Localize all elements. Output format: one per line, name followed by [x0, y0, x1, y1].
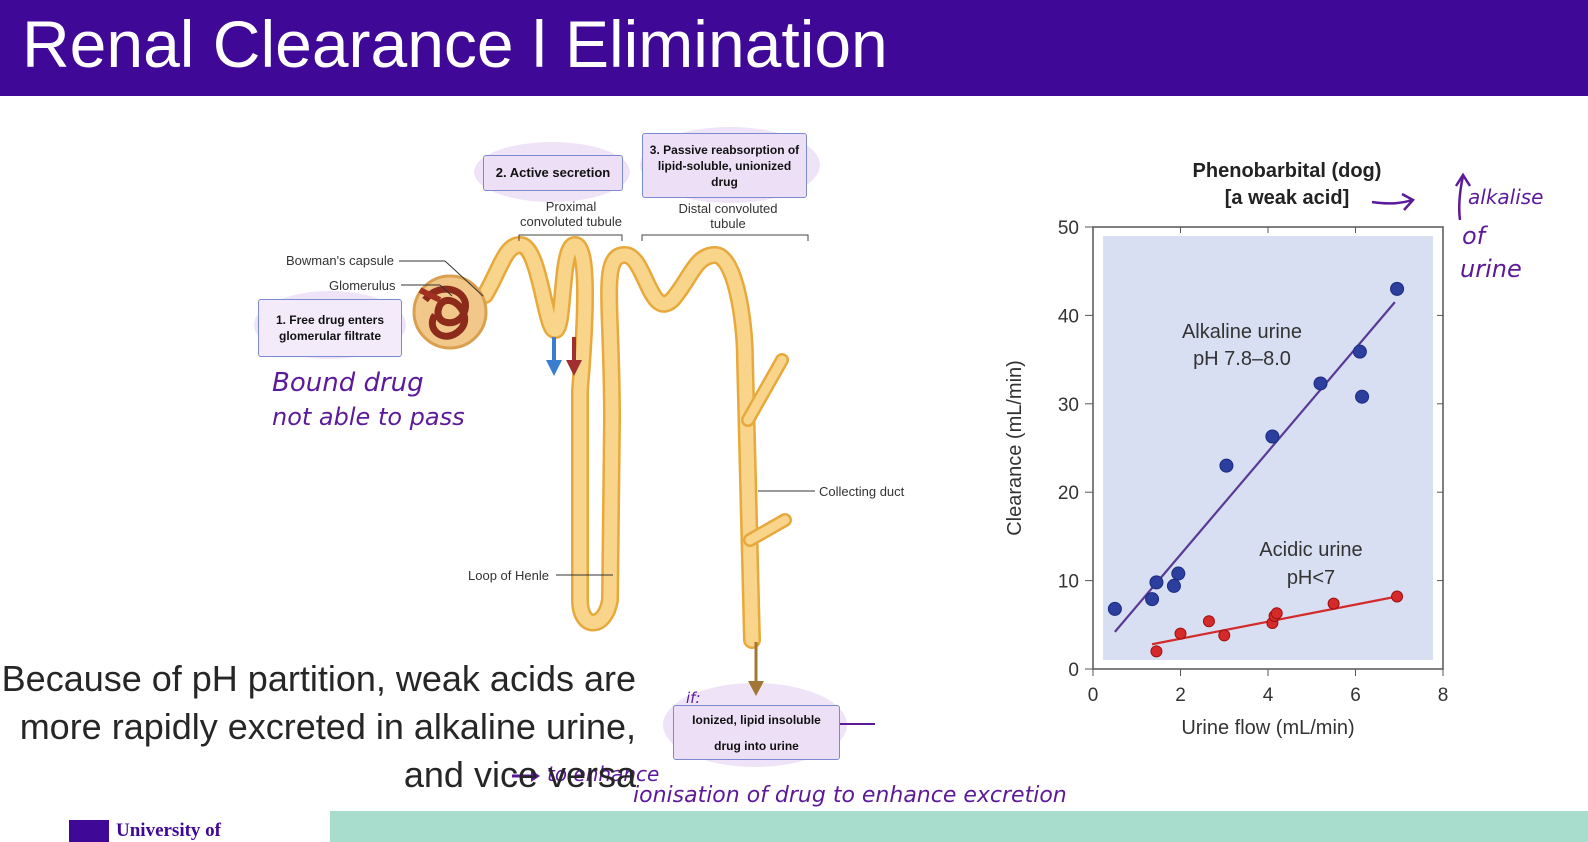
- note-to-enhance: to enhance: [547, 762, 660, 786]
- data-point: [1218, 629, 1231, 642]
- label-loop-of-henle: Loop of Henle: [468, 568, 549, 583]
- y-tick-label: 50: [1058, 218, 1079, 239]
- step-2-text: 2. Active secretion: [495, 165, 611, 180]
- data-point: [1355, 389, 1370, 404]
- data-point: [1327, 597, 1340, 610]
- y-tick-label: 20: [1058, 483, 1079, 504]
- series-label: pH 7.8–8.0: [1193, 348, 1291, 370]
- note-alkalise: alkalise: [1468, 185, 1544, 209]
- note-urine: urine: [1460, 255, 1522, 283]
- data-point: [1149, 575, 1164, 590]
- y-tick-label: 40: [1058, 306, 1079, 327]
- footer-logo-area: [0, 811, 330, 842]
- plot-background: [1103, 236, 1433, 660]
- label-glomerulus: Glomerulus: [329, 278, 396, 293]
- data-point: [1219, 458, 1234, 473]
- label-collecting-duct: Collecting duct: [819, 484, 905, 499]
- label-bowmans-capsule: Bowman's capsule: [286, 253, 394, 268]
- label-distal-tubule: Distal convoluted tubule: [678, 201, 778, 231]
- data-point: [1145, 592, 1160, 607]
- y-tick-label: 10: [1058, 572, 1079, 593]
- data-point: [1202, 615, 1215, 628]
- data-point: [1166, 578, 1181, 593]
- step-3-text: 3. Passive reabsorption of lipid-soluble…: [649, 142, 800, 189]
- step-1-box: 1. Free drug enters glomerular filtrate: [258, 299, 402, 357]
- data-point: [1270, 607, 1283, 620]
- x-tick-label: 0: [1088, 685, 1099, 706]
- data-point: [1313, 376, 1328, 391]
- data-point: [1174, 627, 1187, 640]
- chart-title: Phenobarbital (dog): [1193, 160, 1382, 182]
- data-point: [1265, 429, 1280, 444]
- data-point: [1352, 344, 1367, 359]
- data-point: [1390, 281, 1405, 296]
- x-axis-label: Urine flow (mL/min): [1181, 717, 1354, 739]
- note-of: of: [1462, 222, 1486, 250]
- data-point: [1171, 566, 1186, 581]
- x-tick-label: 8: [1438, 685, 1449, 706]
- x-tick-label: 6: [1350, 685, 1361, 706]
- data-point: [1391, 590, 1404, 603]
- trend-line: [1114, 301, 1396, 633]
- note-not-able-to-pass: not able to pass: [272, 403, 465, 431]
- step-1-text: 1. Free drug enters glomerular filtrate: [275, 313, 385, 343]
- label-proximal-tubule: Proximal convoluted tubule: [520, 199, 622, 229]
- data-point: [1150, 645, 1163, 658]
- x-tick-label: 4: [1263, 685, 1274, 706]
- urine-drug-text: Ionized, lipid insoluble drug into urine: [692, 712, 821, 753]
- step-2-box: 2. Active secretion: [483, 155, 623, 191]
- university-crest-icon: [69, 820, 109, 842]
- y-axis-label: Clearance (mL/min): [1004, 360, 1026, 536]
- body-text: Because of pH partition, weak acids are …: [1, 658, 636, 795]
- series-label: Alkaline urine: [1182, 321, 1302, 343]
- x-tick-label: 2: [1175, 685, 1186, 706]
- header-bar: Renal Clearance l Elimination: [0, 0, 1588, 96]
- data-point: [1107, 601, 1122, 616]
- y-tick-label: 30: [1058, 395, 1079, 416]
- step-3-box: 3. Passive reabsorption of lipid-soluble…: [642, 133, 807, 198]
- chart: 0 2 4 6 8 0 10 20 30 40 50 Phenobarbital (dog) [a we…: [1004, 160, 1449, 739]
- urine-drug-box: Ionized, lipid insoluble drug into urine: [673, 705, 840, 760]
- university-name: University of: [116, 820, 222, 841]
- note-ionisation: ionisation of drug to enhance excretion: [633, 783, 1067, 808]
- chart-subtitle: [a weak acid]: [1225, 187, 1350, 209]
- page-title: Renal Clearance l Elimination: [22, 7, 888, 81]
- y-tick-label: 0: [1068, 660, 1079, 681]
- note-bound-drug: Bound drug: [272, 368, 424, 398]
- series-label: Acidic urine: [1259, 539, 1362, 561]
- note-if: if:: [686, 689, 701, 707]
- series-label: pH<7: [1287, 567, 1335, 589]
